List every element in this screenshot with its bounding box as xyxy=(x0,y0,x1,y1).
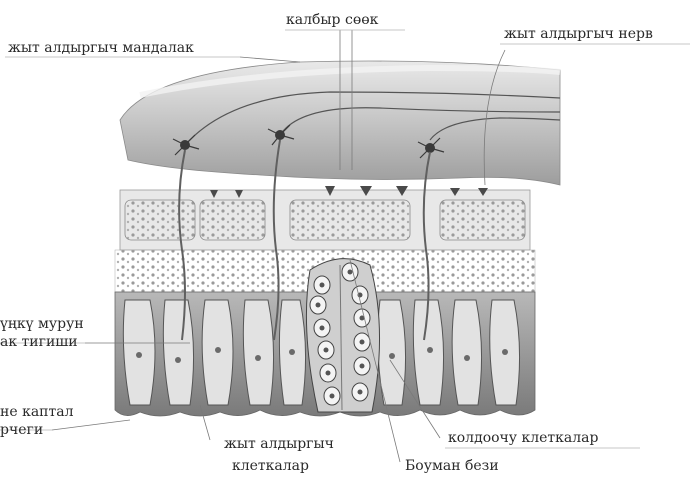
label-nasal-mucosa-1: үңкү мурун xyxy=(0,316,84,332)
label-lateral-1: не каптал xyxy=(0,404,73,420)
label-olfactory-cells-1: жыт алдыргыч xyxy=(224,436,334,452)
label-olfactory-nerve: жыт алдыргыч нерв xyxy=(504,26,653,42)
label-nasal-mucosa-2: ак тигиши xyxy=(0,334,78,350)
label-olfactory-cells-2: клеткалар xyxy=(232,458,309,474)
label-lateral-2: рчеги xyxy=(0,422,43,438)
label-olfactory-bulb: жыт алдыргыч мандалак xyxy=(8,40,194,56)
label-supporting-cells: колдоочу клеткалар xyxy=(448,430,598,446)
label-cribriform-plate: калбыр сөөк xyxy=(286,12,378,28)
label-bowman-gland: Боуман бези xyxy=(405,458,499,474)
